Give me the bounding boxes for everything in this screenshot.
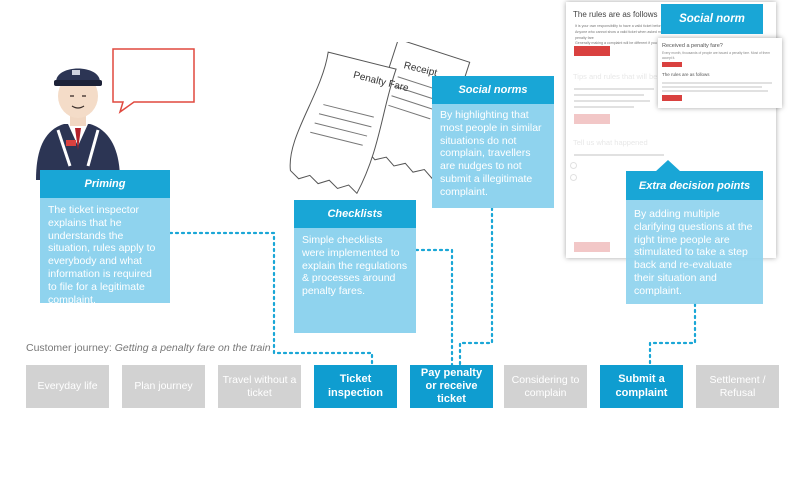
journey-caption-prefix: Customer journey: xyxy=(26,342,115,354)
checklists-heading: Checklists xyxy=(294,200,416,228)
overlay-text: Every month, thousands of people are iss… xyxy=(662,51,770,60)
overlay-title: Received a penalty fare? xyxy=(662,43,723,49)
submit-button[interactable] xyxy=(574,242,610,252)
journey-step-considering-complain: Considering to complain xyxy=(504,365,587,408)
journey-caption-title: Getting a penalty fare on the train xyxy=(114,342,271,354)
overlay-button[interactable] xyxy=(662,62,682,67)
journey-step-pay-penalty: Pay penalty or receive ticket xyxy=(410,365,493,408)
radio-option[interactable] xyxy=(570,174,577,181)
checklists-text: Simple checklists were implemented to ex… xyxy=(302,234,408,298)
overlay-next-button[interactable] xyxy=(662,95,682,101)
priming-heading: Priming xyxy=(40,170,170,198)
continue-button[interactable] xyxy=(574,114,610,124)
journey-caption: Customer journey: Getting a penalty fare… xyxy=(26,342,271,354)
pointer-arrow xyxy=(655,160,681,172)
journey-step-plan-journey: Plan journey xyxy=(122,365,205,408)
social-norms-text: By highlighting that most people in simi… xyxy=(440,109,542,198)
overlay-rules-title: The rules are as follows xyxy=(662,72,710,77)
checklists-box: Simple checklists were implemented to ex… xyxy=(294,228,416,333)
journey-step-travel-without-ticket: Travel without a ticket xyxy=(218,365,301,408)
speech-bubble xyxy=(112,48,195,114)
ticket-inspector-illustration xyxy=(36,68,120,180)
penalty-overlay-screenshot: Received a penalty fare? Every month, th… xyxy=(658,38,782,108)
rules-bullet: Anyone who cannot show a valid ticket wh… xyxy=(575,29,687,40)
journey-step-ticket-inspection: Ticket inspection xyxy=(314,365,397,408)
rules-bullet: It is your own responsibility to have a … xyxy=(575,24,680,28)
question-title: Tell us what happened xyxy=(573,138,648,147)
extra-decision-box: By adding multiple clarifying questions … xyxy=(626,200,763,304)
connector-social-norms xyxy=(458,206,494,367)
radio-option[interactable] xyxy=(570,162,577,169)
priming-box: The ticket inspector explains that he un… xyxy=(40,198,170,306)
social-norms-heading: Social norms xyxy=(432,76,554,104)
social-norm-label: Social norm xyxy=(661,4,763,34)
extra-decision-text: By adding multiple clarifying questions … xyxy=(634,208,753,297)
extra-decision-heading: Extra decision points xyxy=(626,171,763,200)
rules-title: The rules are as follows xyxy=(573,10,658,19)
section-title: Tips and rules that will be used xyxy=(573,72,676,81)
connector-checklists xyxy=(414,248,454,367)
priming-text: The ticket inspector explains that he un… xyxy=(48,204,156,306)
social-norms-box: By highlighting that most people in simi… xyxy=(432,104,554,208)
journey-step-everyday-life: Everyday life xyxy=(26,365,109,408)
journey-step-settlement-refusal: Settlement / Refusal xyxy=(696,365,779,408)
journey-step-submit-complaint: Submit a complaint xyxy=(600,365,683,408)
next-button[interactable] xyxy=(574,46,610,56)
connector-extra-decision xyxy=(648,302,697,367)
